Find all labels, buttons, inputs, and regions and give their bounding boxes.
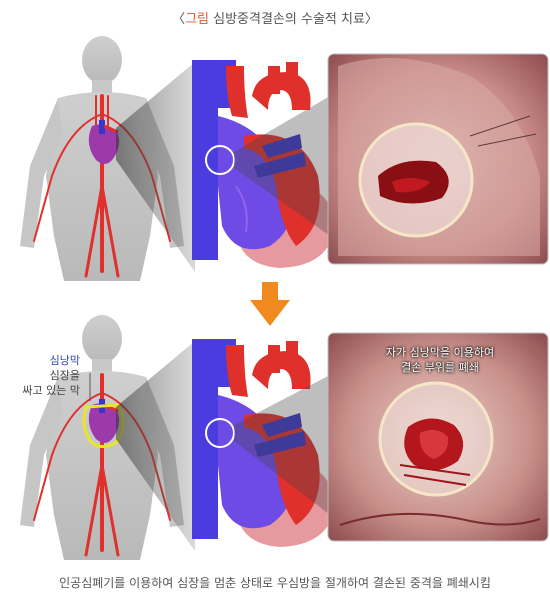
title-close-bracket: 〉 [364, 12, 378, 27]
surgery-photo-before [327, 53, 549, 265]
pericardium-label: 심낭막 심장을 싸고 있는 막 [22, 353, 80, 398]
zoom-beam-photo [234, 96, 330, 236]
down-arrow-icon [250, 282, 290, 326]
heart-cross-section [192, 339, 335, 547]
pericardium-label-line1: 심장을 [49, 369, 80, 382]
zoom-beam-photo [234, 375, 330, 515]
title-highlight: 그림 [185, 12, 209, 27]
repair-marker [205, 418, 235, 448]
title-open-bracket: 〈 [172, 12, 186, 27]
pericardium-label-title: 심낭막 [49, 354, 80, 367]
before-surgery-illustration [20, 36, 549, 281]
small-heart [88, 120, 120, 164]
figure-caption: 인공심폐기를 이용하여 심장을 멈춘 상태로 우심방을 절개하여 결손된 중격을… [59, 576, 491, 590]
before-surgery-panel [0, 36, 550, 281]
photo-caption: 자가 심낭막을 이용하여 결손 부위를 폐쇄 [340, 345, 540, 375]
photo-caption-line2: 결손 부위를 폐쇄 [401, 361, 479, 374]
after-surgery-panel: 심낭막 심장을 싸고 있는 막 자가 심낭막을 이용하여 결손 부위를 폐쇄 [0, 315, 550, 560]
figure-title: 〈그림 심방중격결손의 수술적 치료〉 [0, 8, 550, 27]
pericardium-label-line2: 싸고 있는 막 [22, 384, 80, 397]
surgery-photo-after [327, 332, 549, 542]
after-surgery-illustration [20, 315, 549, 560]
zoom-beam [116, 341, 195, 551]
zoom-beam [116, 62, 195, 272]
defect-marker [205, 145, 235, 175]
title-text: 심방중격결손의 수술적 치료 [209, 12, 365, 27]
photo-caption-line1: 자가 심낭막을 이용하여 [385, 346, 495, 359]
